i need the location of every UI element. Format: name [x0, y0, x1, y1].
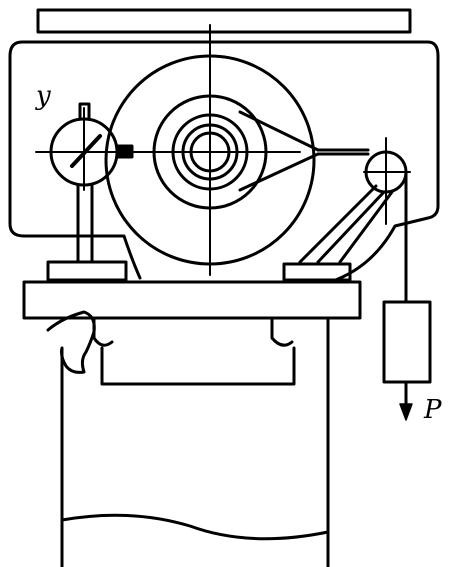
dial-needle — [70, 134, 102, 168]
spindle-centerlines — [119, 24, 301, 276]
dial-indicator-label: y — [35, 81, 51, 111]
carriage — [22, 280, 362, 320]
indicator-base — [46, 260, 128, 282]
weight — [382, 300, 432, 384]
machine-bed — [46, 310, 330, 567]
top-rail — [36, 8, 412, 34]
dial-indicator-crosshair — [35, 107, 123, 191]
headstock-housing — [8, 40, 440, 284]
pulley-centerlines — [363, 137, 411, 225]
saddle — [92, 316, 296, 386]
load-label: P — [423, 395, 442, 425]
loading-cable — [238, 110, 370, 192]
dial-indicator-stem — [78, 102, 91, 121]
indicator-stand — [76, 184, 94, 264]
dial-contact-tip — [116, 144, 134, 159]
load-arrow-head — [399, 403, 413, 421]
pulley-bracket — [298, 184, 394, 264]
bracket-base — [282, 262, 352, 282]
